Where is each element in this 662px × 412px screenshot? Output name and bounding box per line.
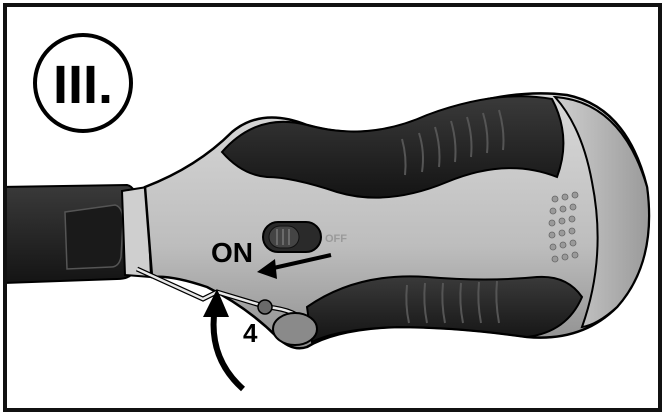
step-number-label: III. <box>53 55 113 115</box>
tool-shaft <box>7 185 151 283</box>
step-number-badge: III. <box>31 31 135 135</box>
illustration-frame: III. ON OFF 4 <box>3 3 662 412</box>
power-switch <box>263 222 321 252</box>
